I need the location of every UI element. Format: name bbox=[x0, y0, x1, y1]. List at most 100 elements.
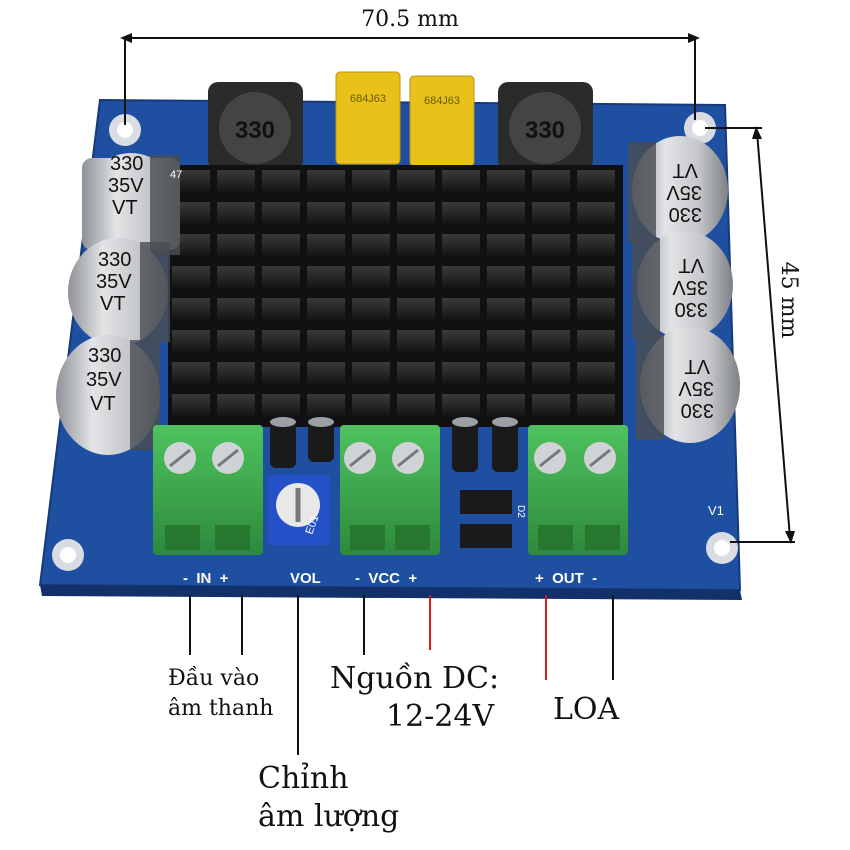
small-capacitors bbox=[270, 417, 518, 472]
heatsink-fin bbox=[577, 394, 615, 420]
silk-vol: VOL bbox=[290, 570, 321, 587]
heatsink-fin bbox=[397, 362, 435, 388]
heatsink-fin bbox=[487, 202, 525, 228]
svg-text:330: 330 bbox=[88, 345, 121, 367]
heatsink-fin bbox=[577, 266, 615, 292]
capacitor-left-3: 330 35V VT bbox=[56, 335, 160, 455]
svg-text:35V: 35V bbox=[678, 377, 714, 399]
heatsink-fin bbox=[532, 394, 570, 420]
svg-text:35V: 35V bbox=[672, 276, 708, 298]
heatsink-fin bbox=[532, 170, 570, 196]
heatsink-fin bbox=[532, 234, 570, 260]
heatsink-fin bbox=[487, 330, 525, 356]
heatsink-fin bbox=[397, 266, 435, 292]
heatsink-fin bbox=[217, 266, 255, 292]
heatsink-fin bbox=[577, 298, 615, 324]
heatsink-fin bbox=[307, 362, 345, 388]
heatsink-fin bbox=[442, 266, 480, 292]
svg-text:35V: 35V bbox=[86, 369, 122, 391]
heatsink-fin bbox=[217, 234, 255, 260]
heatsink-fin bbox=[397, 298, 435, 324]
volume-potentiometer: E01 bbox=[268, 475, 330, 545]
heatsink-fin bbox=[487, 266, 525, 292]
heatsink-fin bbox=[442, 394, 480, 420]
svg-text:330: 330 bbox=[669, 203, 702, 225]
capacitor-right-2: 330 35V VT bbox=[632, 231, 733, 339]
heatsink-fin bbox=[532, 298, 570, 324]
silk-out: + OUT - bbox=[535, 570, 597, 587]
heatsink-fin bbox=[352, 266, 390, 292]
terminal-output bbox=[528, 425, 628, 555]
heatsink bbox=[168, 165, 623, 427]
heatsink-fin bbox=[397, 202, 435, 228]
heatsink-fin bbox=[397, 330, 435, 356]
heatsink-fin bbox=[352, 234, 390, 260]
pcb-edge bbox=[40, 585, 742, 600]
mounting-hole-bl bbox=[52, 539, 84, 571]
heatsink-fin bbox=[442, 362, 480, 388]
heatsink-fin bbox=[352, 330, 390, 356]
inductor-right: 330 bbox=[498, 82, 593, 170]
heatsink-fin bbox=[172, 298, 210, 324]
heatsink-fin bbox=[262, 394, 300, 420]
heatsink-fin bbox=[217, 394, 255, 420]
svg-text:684J63: 684J63 bbox=[424, 95, 460, 107]
heatsink-fin bbox=[262, 330, 300, 356]
power-label: Nguồn DC: 12-24V bbox=[330, 661, 500, 734]
terminal-vcc bbox=[340, 425, 440, 555]
heatsink-fin bbox=[217, 330, 255, 356]
capacitor-left-1: 330 35V VT bbox=[82, 153, 180, 257]
film-capacitor-left: 684J63 bbox=[335, 71, 401, 165]
heatsink-fin bbox=[262, 298, 300, 324]
heatsink-fin bbox=[217, 362, 255, 388]
heatsink-fin bbox=[217, 202, 255, 228]
svg-text:VT: VT bbox=[678, 254, 704, 276]
heatsink-fin bbox=[307, 234, 345, 260]
dimension-width: 70.5 mm bbox=[120, 7, 700, 125]
speaker-label: LOA bbox=[553, 692, 620, 727]
svg-text:35V: 35V bbox=[666, 181, 702, 203]
inductor-left: 330 bbox=[208, 82, 303, 170]
mounting-hole-tl bbox=[109, 114, 141, 146]
heatsink-fin bbox=[397, 234, 435, 260]
heatsink-fin bbox=[307, 170, 345, 196]
volume-label: Chỉnh âm lượng bbox=[258, 761, 400, 834]
svg-text:45 mm: 45 mm bbox=[776, 262, 801, 339]
heatsink-fin bbox=[442, 330, 480, 356]
terminal-input bbox=[153, 425, 263, 555]
heatsink-fin bbox=[172, 266, 210, 292]
svg-text:330: 330 bbox=[98, 249, 131, 271]
svg-text:VT: VT bbox=[112, 197, 138, 219]
heatsink-fin bbox=[487, 298, 525, 324]
heatsink-fin bbox=[172, 330, 210, 356]
heatsink-fin bbox=[442, 234, 480, 260]
heatsink-fin bbox=[577, 202, 615, 228]
heatsink-fin bbox=[307, 330, 345, 356]
diodes: D2 bbox=[460, 490, 526, 548]
heatsink-fin bbox=[397, 394, 435, 420]
dimension-height: 45 mm bbox=[705, 126, 801, 544]
heatsink-fin bbox=[262, 170, 300, 196]
svg-text:35V: 35V bbox=[96, 271, 132, 293]
heatsink-fin bbox=[352, 362, 390, 388]
svg-text:VT: VT bbox=[672, 159, 698, 181]
heatsink-fin bbox=[352, 298, 390, 324]
svg-text:330: 330 bbox=[681, 399, 714, 421]
heatsink-fin bbox=[397, 170, 435, 196]
film-capacitor-right: 684J63 bbox=[409, 75, 475, 167]
heatsink-fin bbox=[352, 170, 390, 196]
heatsink-fin bbox=[262, 362, 300, 388]
svg-text:70.5 mm: 70.5 mm bbox=[361, 7, 459, 32]
heatsink-fin bbox=[487, 362, 525, 388]
heatsink-fin bbox=[532, 330, 570, 356]
heatsink-fin bbox=[487, 170, 525, 196]
capacitor-left-2: 330 35V VT bbox=[68, 238, 170, 346]
capacitor-right-1: 330 35V VT bbox=[628, 136, 728, 244]
heatsink-fin bbox=[352, 202, 390, 228]
heatsink-fin bbox=[172, 394, 210, 420]
heatsink-fin bbox=[442, 202, 480, 228]
heatsink-fin bbox=[487, 394, 525, 420]
svg-text:330: 330 bbox=[525, 117, 565, 144]
svg-text:VT: VT bbox=[90, 393, 116, 415]
heatsink-fin bbox=[307, 394, 345, 420]
